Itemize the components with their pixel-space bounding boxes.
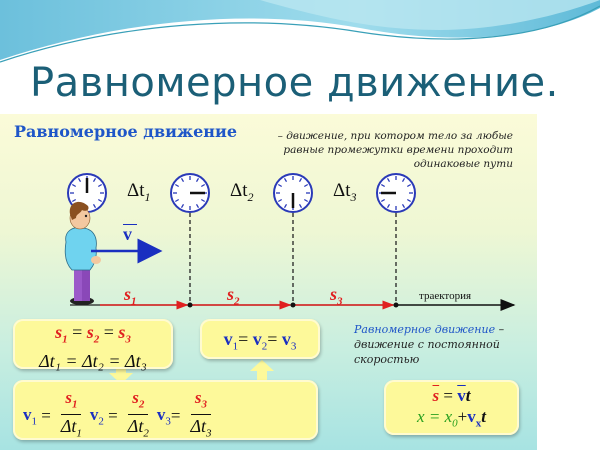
time-interval-label: Δt2 [230, 180, 254, 204]
definition-text: – движение, при котором тело за любые ра… [277, 130, 513, 170]
illustration-panel: Равномерное движение – движение, при кот… [0, 114, 537, 450]
rule-text: Равномерное движение – движение с постоя… [354, 323, 505, 366]
velocity-ratios-box: v1 = s1 Δt1 v2 = s2 Δt2 v3= s3 Δt3 [13, 380, 318, 440]
velocity-symbol: v3 [156, 405, 171, 428]
slide-title: Равномерное движение. [30, 60, 559, 106]
distance-label: s3 [330, 284, 343, 308]
distance-label: s1 [124, 284, 137, 308]
equal-distances-box: s1 = s2 = s3 Δt₁ = Δt₂ = Δt₃ [13, 319, 173, 371]
clock-icon [67, 173, 107, 213]
up-arrow-icon [250, 360, 274, 382]
wave-decoration [0, 0, 600, 65]
clock-icon [376, 173, 416, 213]
trajectory-label: траектория [419, 290, 472, 302]
clock-icon [170, 173, 210, 213]
equal-velocities-box: v1= v2= v3 [200, 319, 320, 359]
equal-times-formula: Δt₁ = Δt₂ = Δt₃ [39, 350, 147, 371]
equal-distances-formula: s1 = s2 = s3 [55, 322, 131, 346]
vector-equation: s = vt [432, 386, 471, 405]
coordinate-equation: x = x0+vxt [417, 407, 486, 430]
velocity-symbol: v2 [89, 405, 104, 428]
velocity-label: v [123, 224, 137, 244]
panel-heading: Равномерное движение [14, 122, 238, 141]
person-icon [64, 201, 101, 305]
fraction: s2 Δt2 [127, 388, 149, 440]
fraction: s1 Δt1 [60, 388, 82, 440]
time-interval-label: Δt1 [127, 180, 151, 204]
distance-label: s2 [227, 284, 240, 308]
time-interval-label: Δt3 [333, 180, 357, 204]
motion-diagram [64, 173, 516, 384]
velocity-symbol: v1 [23, 405, 37, 428]
time-markers [189, 213, 397, 305]
clock-icon [273, 173, 313, 213]
equations-box: s = vt x = x0+vxt [384, 380, 519, 435]
fraction: s3 Δt3 [190, 388, 212, 440]
down-arrow-icon [109, 368, 133, 384]
